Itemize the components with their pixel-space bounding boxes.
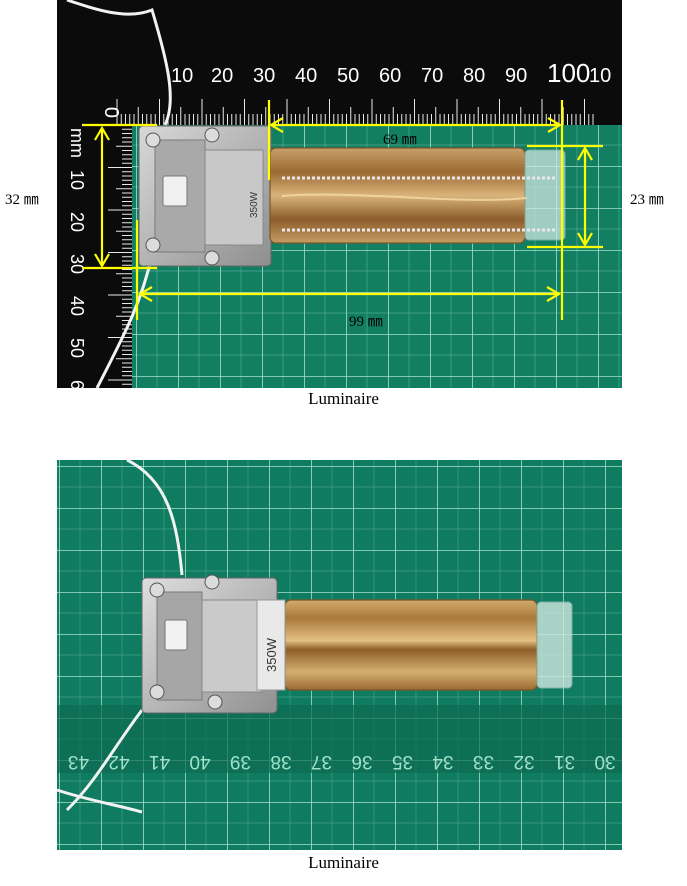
ruler-top-label: 10 [589, 65, 611, 87]
ruler-top-label: 10 [171, 65, 193, 87]
ruler-left-label: 30 [67, 254, 87, 274]
ruler-left-label: 50 [67, 338, 87, 358]
scale-label: 30 [594, 751, 615, 772]
scale-label: 39 [230, 751, 251, 772]
dimension-height-left: 32 ㎜ [5, 192, 39, 208]
scale-label: 34 [432, 751, 454, 772]
dimension-length-total: 99 ㎜ [349, 314, 383, 330]
scale-label: 36 [351, 751, 372, 772]
scale-label: 40 [189, 751, 210, 772]
photo-2: 30 31 32 33 34 35 36 37 38 39 40 41 42 43 350W [56, 458, 622, 850]
scale-label: 43 [68, 751, 89, 772]
ruler-top-label: 80 [463, 65, 485, 87]
ruler-top-label: 20 [211, 65, 233, 87]
lamp-marking-2: 350W [264, 637, 279, 672]
caption-figure-2: Luminaire [308, 853, 379, 872]
ruler-top-zero: 0 [102, 107, 124, 118]
scale-label: 35 [392, 751, 413, 772]
lamp-marking-1: 350W [249, 191, 260, 218]
ruler-left-label: 20 [67, 212, 87, 232]
ruler-left-label: 10 [67, 170, 87, 190]
ruler-top-label: 70 [421, 65, 443, 87]
scale-label: 41 [149, 751, 170, 772]
scale-label: 31 [554, 751, 575, 772]
dimension-length-tube: 69 ㎜ [383, 132, 417, 148]
ruler-top-label: 90 [505, 65, 527, 87]
ruler-top-label: 60 [379, 65, 401, 87]
ruler-top-label: 50 [337, 65, 359, 87]
scale-label: 42 [108, 751, 129, 772]
ruler-top-label: 100 [547, 58, 590, 88]
scale-label: 32 [513, 751, 534, 772]
figure-2: 30 31 32 33 34 35 36 37 38 39 40 41 42 43 350W [56, 458, 622, 850]
caption-figure-1: Luminaire [308, 389, 379, 408]
dimension-height-right: 23 ㎜ [630, 192, 664, 208]
ruler-top-label: 30 [253, 65, 275, 87]
ruler-top-label: 40 [295, 65, 317, 87]
scale-label: 37 [311, 751, 332, 772]
ruler-left-label: 40 [67, 296, 87, 316]
ruler-left-label: mm [67, 128, 87, 158]
ruler-left-label: 60 [67, 380, 87, 400]
scale-label: 33 [473, 751, 494, 772]
scale-label: 38 [270, 751, 291, 772]
